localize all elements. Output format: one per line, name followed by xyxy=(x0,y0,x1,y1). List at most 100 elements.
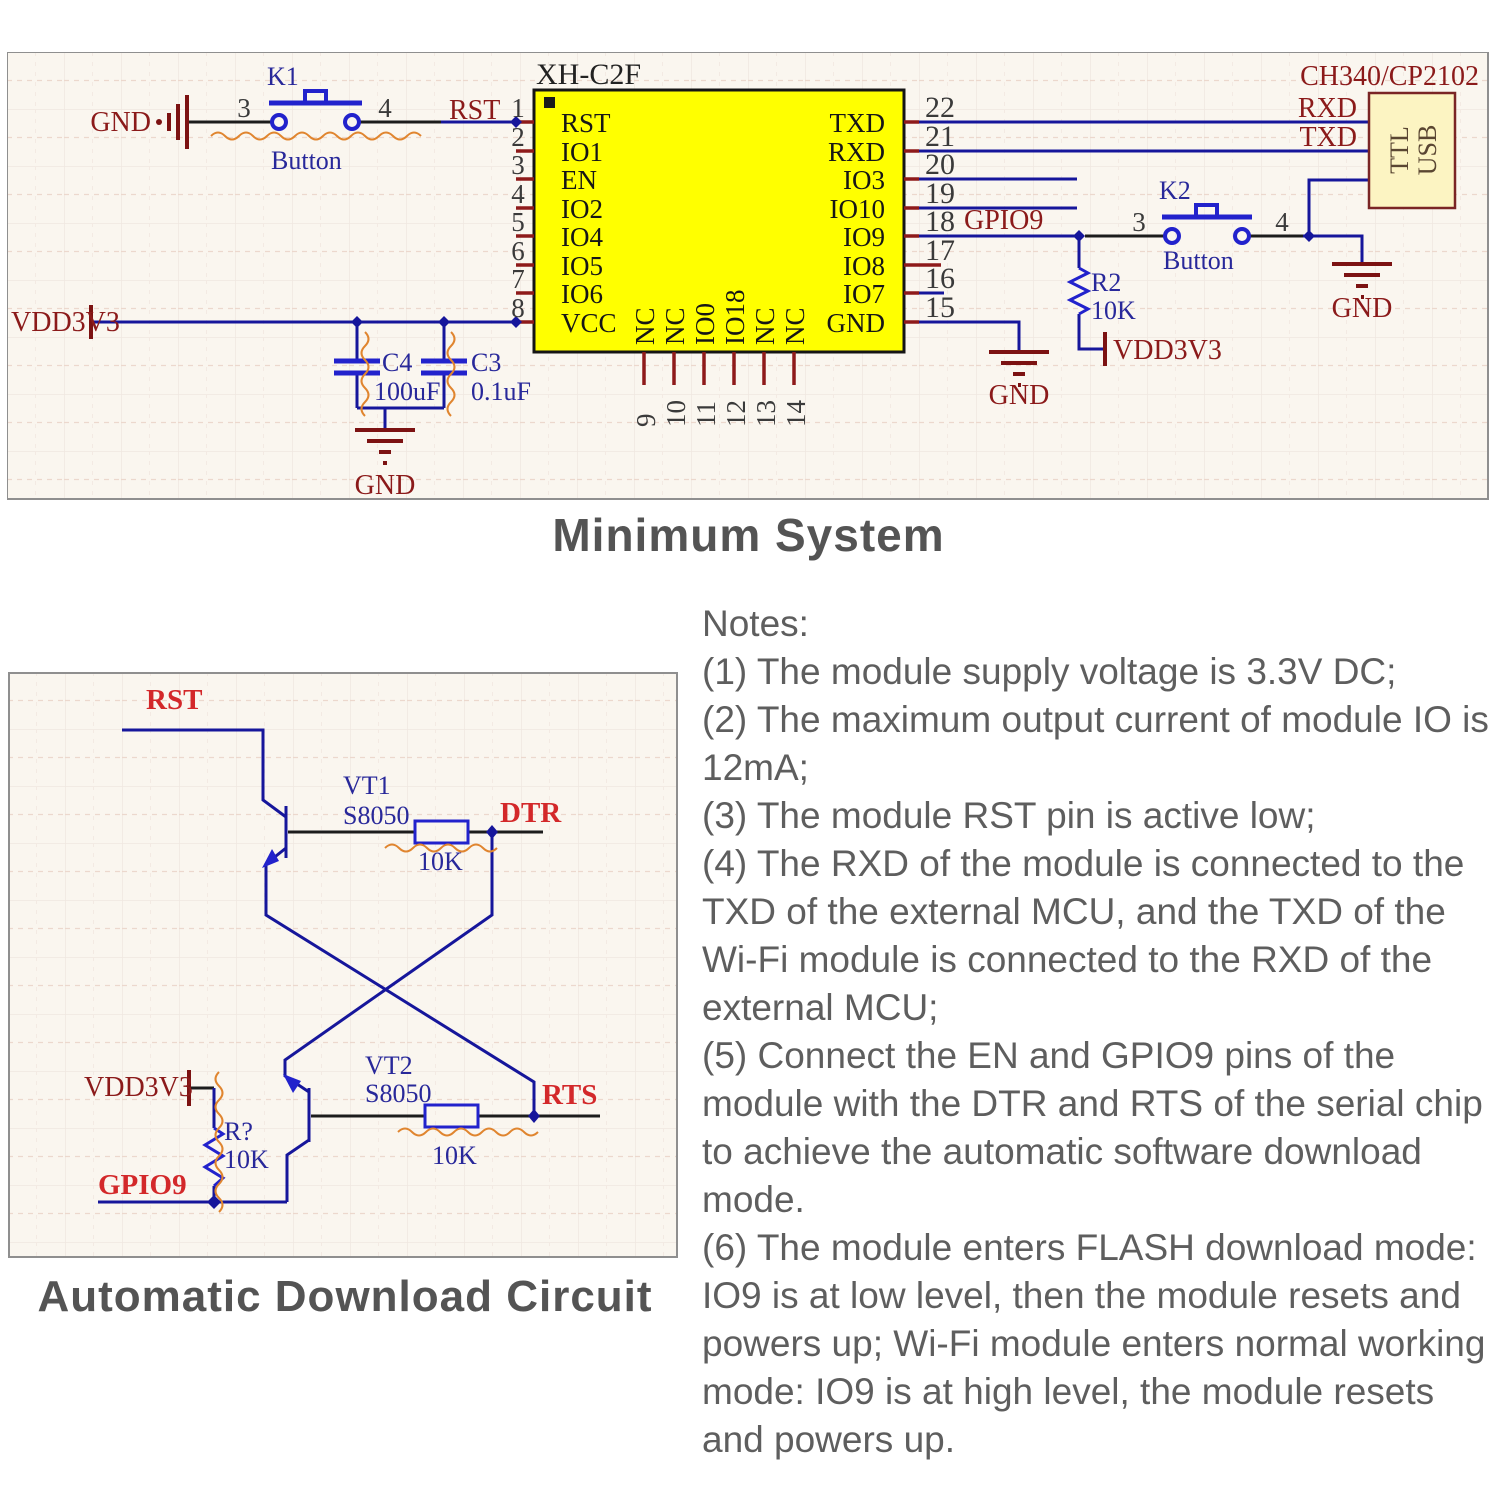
c4-capacitor xyxy=(334,358,380,376)
notes-heading: Notes: xyxy=(702,603,809,644)
svg-text:14: 14 xyxy=(781,400,811,428)
vt2-part: S8050 xyxy=(365,1079,431,1108)
erc-squiggle xyxy=(446,331,456,417)
svg-text:TXD: TXD xyxy=(830,108,886,138)
svg-text:10: 10 xyxy=(661,400,691,427)
c3-capacitor xyxy=(421,358,467,376)
vdd-net-label-left: VDD3V3 xyxy=(11,307,120,338)
dtr-net-label: DTR xyxy=(500,797,562,829)
gnd-label-pin15: GND xyxy=(989,380,1050,411)
vt1-base-resistor xyxy=(413,819,470,845)
vdd-net-label: VDD3V3 xyxy=(84,1072,193,1103)
vt2-ref: VT2 xyxy=(365,1051,413,1080)
svg-text:3: 3 xyxy=(511,150,525,180)
erc-squiggle xyxy=(360,331,370,417)
gnd-label-k2: GND xyxy=(1332,293,1393,324)
vt1-transistor xyxy=(262,806,288,868)
rst-net-label: RST xyxy=(146,684,202,716)
erc-squiggle xyxy=(384,843,498,853)
k1-ref: K1 xyxy=(267,62,299,91)
svg-text:IO18: IO18 xyxy=(720,290,750,346)
erc-squiggle xyxy=(210,131,422,141)
txd-net-label: TXD xyxy=(1299,122,1357,153)
junction-dots xyxy=(351,116,1315,328)
r2-ref: R2 xyxy=(1091,268,1121,297)
svg-text:16: 16 xyxy=(925,262,955,295)
svg-text:19: 19 xyxy=(925,177,955,210)
k1-pin3-label: 3 xyxy=(237,93,251,123)
svg-text:IO4: IO4 xyxy=(561,222,603,252)
vt2-res-value: 10K xyxy=(432,1141,477,1170)
minimum-system-schematic: GND 3 4 K1 Button RST VDD3V3 XH-C2F 1 2 … xyxy=(7,52,1489,501)
svg-text:11: 11 xyxy=(691,401,721,427)
rq-value: 10K xyxy=(224,1145,269,1174)
module-title: XH-C2F xyxy=(536,58,641,91)
svg-text:17: 17 xyxy=(925,234,955,267)
svg-text:22: 22 xyxy=(925,91,955,124)
note-item: (5) Connect the EN and GPIO9 pins of the… xyxy=(702,1035,1483,1220)
c3-value: 0.1uF xyxy=(471,377,531,406)
svg-text:IO1: IO1 xyxy=(561,137,603,167)
vt1-res-value: 10K xyxy=(418,847,463,876)
gnd-symbol-caps xyxy=(355,428,415,465)
svg-text:13: 13 xyxy=(751,400,781,427)
notes-block: Notes: (1) The module supply voltage is … xyxy=(702,600,1497,1464)
minimum-system-title: Minimum System xyxy=(552,509,945,561)
gpio9-net-label: GPIO9 xyxy=(98,1169,187,1201)
download-circuit-schematic: RST VT1 S8050 10K DTR VT2 S8050 10K RTS … xyxy=(8,672,678,1258)
c3-ref: C3 xyxy=(471,348,501,377)
svg-text:IO7: IO7 xyxy=(843,279,885,309)
svg-text:5: 5 xyxy=(511,207,525,237)
xh-c2f-module xyxy=(532,88,906,354)
svg-text:NC: NC xyxy=(630,307,660,345)
pin-stubs xyxy=(516,120,941,385)
k1-button-label: Button xyxy=(271,146,342,175)
k2-pin3-label: 3 xyxy=(1132,207,1146,237)
rts-net-label: RTS xyxy=(542,1079,597,1111)
pin1-marker xyxy=(544,97,555,108)
svg-text:GND: GND xyxy=(827,308,886,338)
right-pin-labels: TXD RXD IO3 IO10 IO9 IO8 IO7 GND xyxy=(827,108,886,338)
svg-text:21: 21 xyxy=(925,120,955,153)
usb-ttl-chip xyxy=(1367,91,1457,210)
c4-value: 100uF xyxy=(374,377,440,406)
svg-text:18: 18 xyxy=(925,205,955,238)
usb-chip-line1: USB xyxy=(1413,125,1442,176)
right-pin-numbers: 22 21 20 19 18 17 16 15 xyxy=(925,91,955,324)
vt2-base-resistor xyxy=(423,1103,480,1129)
svg-text:15: 15 xyxy=(925,291,955,324)
svg-text:6: 6 xyxy=(511,236,525,266)
k2-button-label: Button xyxy=(1163,246,1234,275)
svg-text:IO0: IO0 xyxy=(690,303,720,345)
svg-text:8: 8 xyxy=(511,293,525,323)
erc-squiggle xyxy=(214,1071,224,1213)
vdd-net-label-right: VDD3V3 xyxy=(1113,335,1222,366)
note-item: (3) The module RST pin is active low; xyxy=(702,795,1316,836)
usb-chip-line2: TTL xyxy=(1385,126,1414,174)
svg-text:IO6: IO6 xyxy=(561,279,603,309)
r2-resistor xyxy=(1066,266,1092,316)
svg-text:NC: NC xyxy=(660,307,690,345)
left-pin-numbers: 1 2 3 4 5 6 7 8 xyxy=(511,93,525,323)
rxd-net-label: RXD xyxy=(1298,93,1357,124)
c4-ref: C4 xyxy=(382,348,412,377)
gnd-symbol-pin15 xyxy=(989,350,1049,387)
svg-text:2: 2 xyxy=(511,122,525,152)
svg-text:RXD: RXD xyxy=(828,137,885,167)
gnd-symbol-k1 xyxy=(156,95,189,149)
svg-text:4: 4 xyxy=(511,179,525,209)
r2-value: 10K xyxy=(1091,296,1136,325)
erc-squiggle xyxy=(397,1127,539,1137)
svg-text:NC: NC xyxy=(750,307,780,345)
svg-text:IO2: IO2 xyxy=(561,194,603,224)
note-item: (2) The maximum output current of module… xyxy=(702,699,1489,788)
svg-text:VCC: VCC xyxy=(561,308,617,338)
svg-text:IO9: IO9 xyxy=(843,222,885,252)
vt2-transistor xyxy=(283,1074,311,1142)
rst-net-label: RST xyxy=(449,95,500,126)
download-circuit-title: Automatic Download Circuit xyxy=(37,1272,653,1321)
gpio9-net-label: GPIO9 xyxy=(964,205,1043,236)
note-item: (6) The module enters FLASH download mod… xyxy=(702,1227,1486,1460)
svg-text:12: 12 xyxy=(721,400,751,427)
